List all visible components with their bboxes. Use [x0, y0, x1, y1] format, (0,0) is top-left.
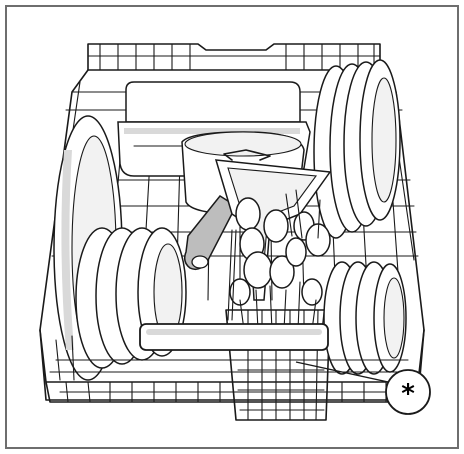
plates-right-back: [313, 59, 401, 239]
basket-back-frame: [87, 43, 381, 71]
callout-leader-line: [295, 361, 389, 383]
callout-marker: *: [401, 379, 415, 409]
plates-front-right: [323, 261, 407, 375]
callout-circle: [385, 369, 431, 415]
rack-front-handle: [139, 323, 329, 351]
callout: *: [295, 361, 431, 415]
cutlery-basket: [214, 149, 332, 421]
